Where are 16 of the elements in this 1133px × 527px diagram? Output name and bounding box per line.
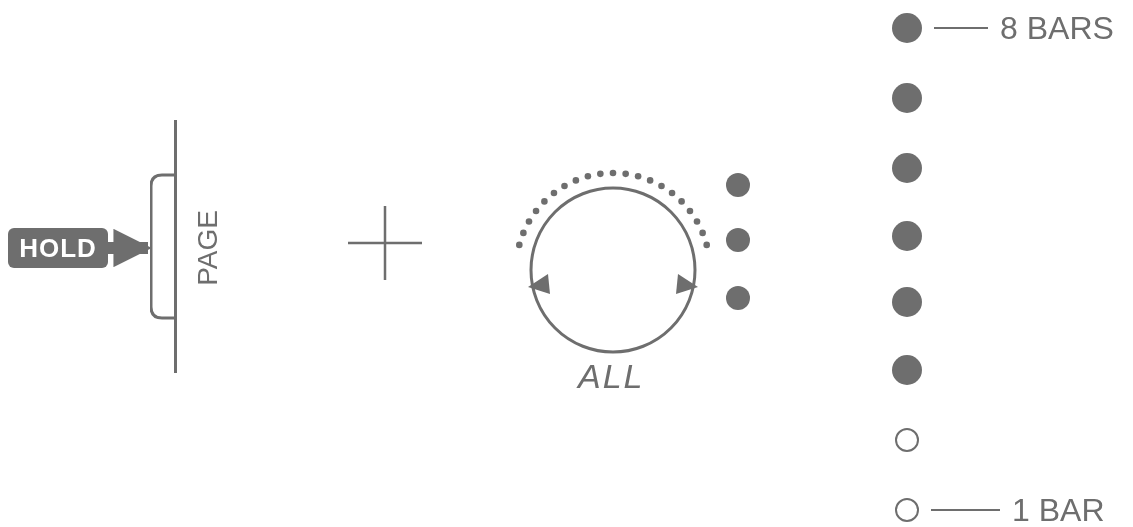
leader-line [933, 27, 989, 29]
lit-led [892, 83, 922, 113]
lit-led [892, 355, 922, 385]
knob-label: ALL [578, 356, 645, 396]
bar-count-label: 8 BARS [1000, 8, 1114, 48]
bar-count-label: 1 BAR [1012, 490, 1105, 527]
arrow [108, 228, 152, 268]
button-label: PAGE [192, 210, 224, 286]
lit-led [892, 221, 922, 251]
lit-led [892, 287, 922, 317]
unlit-led [895, 428, 919, 452]
leader-line [930, 509, 1001, 511]
hold-badge: HOLD [8, 228, 108, 268]
unlit-led [895, 498, 919, 522]
lit-led [892, 153, 922, 183]
lit-led [892, 13, 922, 43]
